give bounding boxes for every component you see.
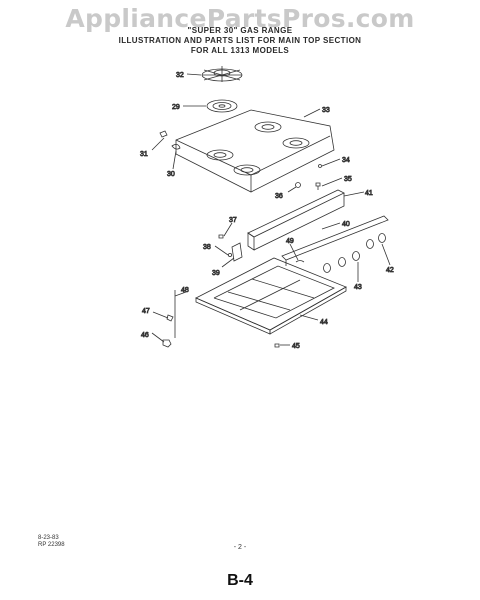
part-label-37: 37 [229, 217, 237, 224]
washer [227, 252, 232, 257]
document-part-number: RP 22398 [38, 542, 65, 548]
part-label-48: 48 [181, 287, 189, 294]
part-label-40: 40 [342, 221, 350, 228]
section-label: B-4 [227, 572, 253, 589]
control-valves [323, 233, 386, 273]
part-label-45: 45 [292, 343, 300, 350]
valve-screw [218, 234, 224, 239]
part-label-35: 35 [344, 176, 352, 183]
part-label-33: 33 [322, 107, 330, 114]
manifold-pipe [281, 215, 389, 266]
top-rail [247, 189, 345, 251]
burner-grate [201, 66, 243, 82]
part-label-42: 42 [386, 267, 394, 274]
revision-date: 8-23-83 [38, 535, 59, 541]
part-label-46: 46 [141, 332, 149, 339]
screw [318, 164, 322, 168]
leader-lines [151, 73, 391, 346]
part-label-38: 38 [203, 244, 211, 251]
part-label-43: 43 [354, 284, 362, 291]
page-number: - 2 - [233, 544, 247, 551]
diagram-title-line-2: ILLUSTRATION AND PARTS LIST FOR MAIN TOP… [118, 36, 362, 45]
burner-box [195, 257, 347, 335]
diagram-title-line-1: "SUPER 30" GAS RANGE [187, 26, 293, 35]
part-label-36: 36 [275, 193, 283, 200]
part-label-30: 30 [167, 171, 175, 178]
spring-clip [171, 144, 181, 150]
burner-bowl [206, 99, 238, 113]
mounting-bracket [231, 242, 243, 262]
watermark-logo: AppliancePartsPros.com [65, 4, 415, 33]
part-label-29: 29 [172, 104, 180, 111]
part-label-49: 49 [286, 238, 294, 245]
bolt [315, 182, 321, 190]
top-clip [159, 130, 168, 138]
bottom-screw [274, 343, 280, 348]
hex-nut [162, 339, 172, 348]
diagram-title-line-3: FOR ALL 1313 MODELS [190, 46, 290, 55]
part-label-31: 31 [140, 151, 148, 158]
part-label-39: 39 [212, 270, 220, 277]
nut [295, 182, 301, 188]
part-label-47: 47 [142, 308, 150, 315]
main-top-panel [175, 109, 335, 193]
part-label-34: 34 [342, 157, 350, 164]
part-label-41: 41 [365, 190, 373, 197]
pipe-connector [295, 260, 305, 263]
part-label-44: 44 [320, 319, 328, 326]
part-label-32: 32 [176, 72, 184, 79]
